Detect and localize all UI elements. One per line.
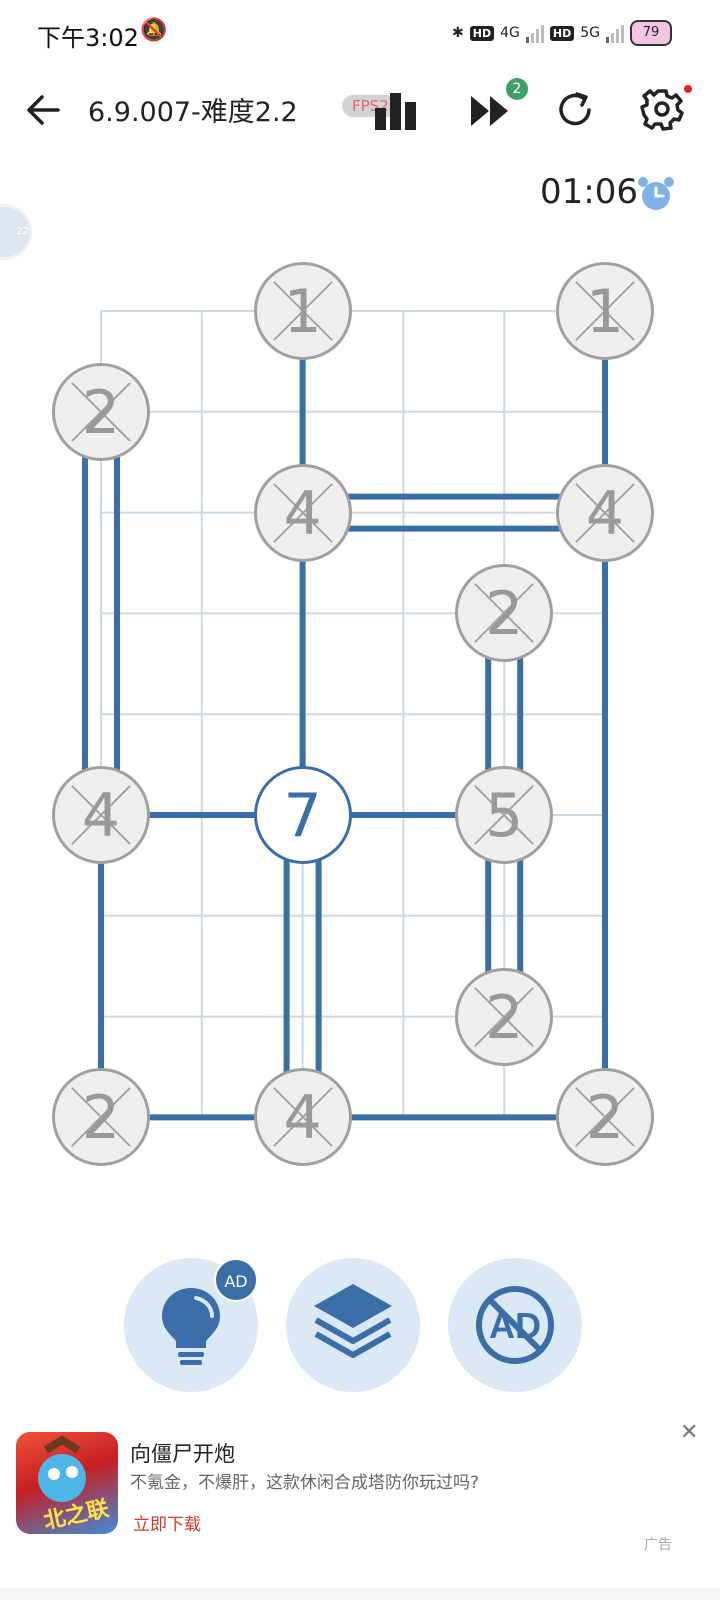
- ad-description: 不氪金，不爆肝，这款休闲合成塔防你玩过吗?: [130, 1473, 480, 1493]
- bluetooth-icon: ✱: [452, 25, 464, 41]
- island-value: 1: [283, 277, 322, 347]
- network-5g-label: 5G: [580, 25, 600, 41]
- completed-cross-icon: [575, 281, 635, 341]
- alarm-clock-icon: [636, 174, 676, 214]
- skip-level-button[interactable]: [466, 90, 514, 132]
- island-value: 4: [81, 781, 121, 851]
- island-node[interactable]: 2: [455, 564, 554, 663]
- bar-chart-icon: [375, 93, 416, 130]
- ad-banner[interactable]: 北之联动 向僵尸开炮 不氪金，不爆肝，这款休闲合成塔防你玩过吗? 立即下载 ✕ …: [0, 1418, 720, 1600]
- remove-ads-button[interactable]: AD: [448, 1258, 582, 1392]
- island-node[interactable]: 4: [253, 463, 352, 562]
- island-node[interactable]: 2: [455, 967, 554, 1066]
- ad-character-illustration: [38, 1435, 86, 1502]
- island-value: 2: [485, 982, 524, 1053]
- mute-bell-icon: 🔕: [140, 18, 168, 43]
- floating-assistant-button[interactable]: 22: [0, 204, 32, 260]
- restart-button[interactable]: [553, 87, 599, 133]
- navigation-bar: [0, 1588, 720, 1600]
- completed-cross-icon: [272, 1087, 333, 1148]
- island-node[interactable]: 2: [556, 1068, 654, 1167]
- hd-badge-2: HD: [549, 25, 575, 41]
- top-toolbar: 6.9.007-难度2.2 FPS2 2: [0, 70, 720, 150]
- completed-cross-icon: [272, 482, 333, 543]
- status-bar: 下午3:02 🔕 ✱ HD 4G HD 5G 79: [0, 0, 720, 70]
- refresh-icon: [559, 92, 591, 126]
- stats-button[interactable]: [372, 90, 420, 132]
- no-ad-icon: AD: [476, 1286, 554, 1364]
- island-node[interactable]: 4: [556, 463, 654, 562]
- battery-indicator: 79: [630, 20, 672, 46]
- island-value: 1: [585, 277, 625, 347]
- ad-close-icon[interactable]: ✕: [680, 1420, 699, 1445]
- island-node[interactable]: 1: [556, 262, 654, 360]
- settings-button[interactable]: [638, 85, 686, 133]
- island-value: 4: [283, 478, 322, 549]
- level-title: 6.9.007-难度2.2: [88, 97, 298, 128]
- island-node[interactable]: 4: [253, 1068, 352, 1167]
- completed-cross-icon: [71, 382, 131, 442]
- notification-dot: [684, 85, 692, 93]
- island-value: 4: [585, 478, 625, 549]
- ad-game-image[interactable]: 北之联动: [16, 1432, 118, 1534]
- island-node[interactable]: 5: [455, 766, 554, 864]
- completed-cross-icon: [575, 1087, 635, 1148]
- completed-cross-icon: [71, 1087, 131, 1148]
- game-timer: 01:06: [540, 172, 638, 212]
- gear-icon: [640, 89, 684, 131]
- island-value: 2: [81, 1083, 121, 1154]
- fast-forward-icon: [471, 96, 508, 126]
- island-node[interactable]: 2: [52, 1068, 150, 1167]
- island-node[interactable]: 2: [52, 362, 150, 461]
- ad-download-link[interactable]: 立即下载: [133, 1515, 201, 1535]
- back-arrow-icon: [27, 95, 60, 125]
- island-value: 2: [81, 377, 121, 448]
- island-value: 2: [585, 1083, 625, 1154]
- hint-ad-badge: AD: [214, 1258, 258, 1302]
- signal-bars-1: [525, 23, 544, 43]
- island-value: 7: [283, 781, 322, 851]
- network-4g-label: 4G: [500, 25, 520, 41]
- ad-title: 向僵尸开炮: [130, 1442, 235, 1466]
- status-time: 下午3:02: [37, 24, 139, 52]
- island-value: 4: [283, 1083, 322, 1154]
- signal-bars-2: [606, 23, 624, 43]
- lightbulb-icon: [162, 1288, 220, 1365]
- island-value: 5: [485, 781, 524, 851]
- hd-badge-1: HD: [469, 25, 495, 41]
- completed-cross-icon: [272, 281, 333, 341]
- completed-cross-icon: [474, 583, 534, 644]
- layers-button[interactable]: [286, 1258, 420, 1392]
- back-button[interactable]: [22, 88, 66, 132]
- completed-cross-icon: [474, 986, 534, 1047]
- skip-count-badge: 2: [506, 78, 528, 100]
- island-node[interactable]: 7: [253, 766, 352, 864]
- status-right: ✱ HD 4G HD 5G 79: [452, 20, 672, 46]
- completed-cross-icon: [575, 482, 635, 543]
- completed-cross-icon: [474, 785, 534, 845]
- island-node[interactable]: 1: [253, 262, 352, 360]
- ad-label: 广告: [644, 1537, 672, 1553]
- layers-icon: [314, 1284, 392, 1358]
- island-value: 2: [485, 579, 524, 650]
- completed-cross-icon: [71, 785, 131, 845]
- island-node[interactable]: 4: [52, 766, 150, 864]
